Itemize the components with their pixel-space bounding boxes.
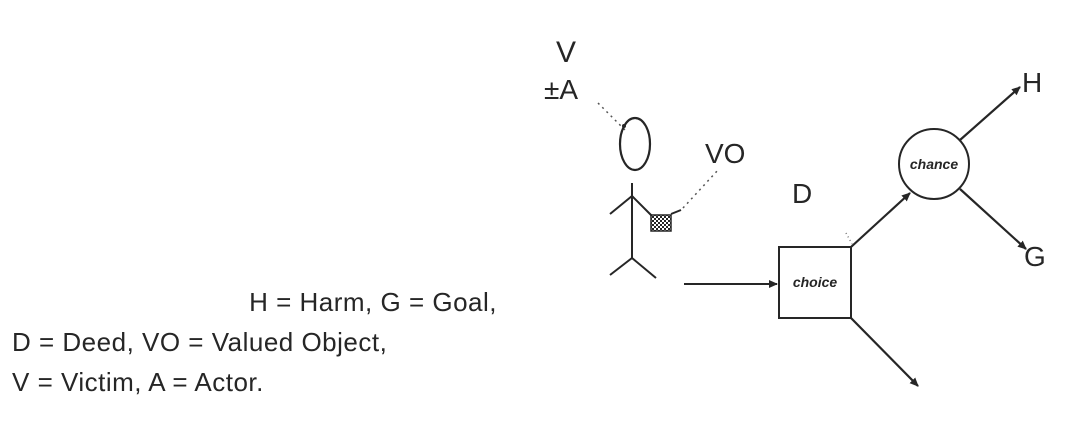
chance-to-harm-branch [959,86,1021,141]
chance-label: chance [910,156,958,172]
legend: H = Harm, G = Goal, D = Deed, VO = Value… [12,282,512,402]
choice-label: choice [793,274,838,290]
chance-node [898,128,970,200]
stick-figure [609,116,657,279]
deed-label: D [792,178,812,209]
figure-right-leg [631,257,657,279]
deed-dotted-line [845,232,853,245]
goal-label: G [1024,241,1046,272]
valued-object-pointer [670,209,682,215]
harm-label: H [1022,67,1042,98]
choice-to-chance-branch [850,192,911,248]
actor-dotted-line [597,102,626,131]
valued-object-label: VO [705,138,745,169]
legend-line-victim-actor: V = Victim, A = Actor. [12,367,264,397]
legend-line-harm-goal: H = Harm, G = Goal, [249,287,497,317]
figure-left-leg [609,257,633,276]
victim-label: V [556,36,576,69]
chance-to-goal-branch [959,188,1027,250]
figure-left-arm [609,195,633,215]
valued-object-icon [650,214,672,232]
vo-dotted-line [682,169,719,209]
actor-label: ±A [544,74,578,105]
figure-head [618,116,652,172]
choice-node [778,246,852,319]
legend-line-deed-valued-object: D = Deed, VO = Valued Object, [12,327,388,357]
figure-right-arm [631,195,653,217]
choice-lower-branch [850,317,919,387]
